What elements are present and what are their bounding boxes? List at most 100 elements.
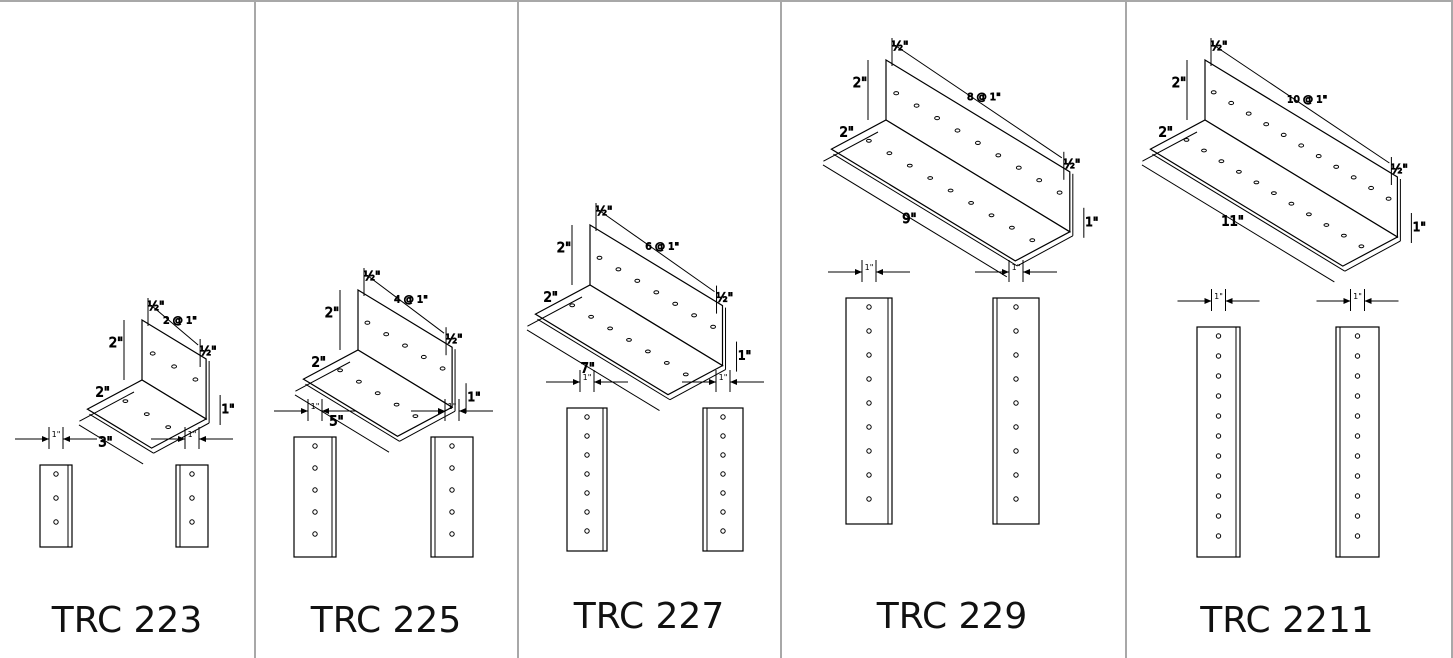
- half-inch-label: ½": [595, 204, 612, 218]
- spacing-dimension-line: [151, 305, 199, 346]
- angle-hole: [1385, 196, 1392, 201]
- strip-view-right: 1": [411, 399, 493, 558]
- angle-dimensions: 2"2"3"2 @ 1"½"½"1": [78, 298, 235, 465]
- strip-hole: [866, 496, 872, 502]
- model-label: TRC 227: [573, 596, 725, 637]
- strip-hole: [1215, 373, 1222, 379]
- angle-hole: [1245, 111, 1252, 116]
- angle-hole: [691, 313, 697, 318]
- angle-hole: [402, 343, 408, 348]
- leg-thickness-edge: [305, 383, 400, 442]
- angle-hole: [927, 176, 934, 180]
- end-dimension-label: 1": [1085, 215, 1098, 229]
- strip-outline: [702, 407, 744, 552]
- strip-outline: [1196, 326, 1241, 558]
- strip-hole: [866, 472, 872, 478]
- strip-hole: [866, 400, 872, 406]
- strip-dimension: 1": [52, 430, 61, 439]
- length-dimension-line: [1141, 164, 1335, 283]
- angle-drawing: [534, 223, 727, 401]
- strip-width-label: 1": [311, 402, 320, 411]
- angle-hole: [1183, 138, 1190, 142]
- half-inch-label: ½": [891, 39, 908, 53]
- strip-hole: [1354, 333, 1361, 339]
- strip-hole: [1013, 376, 1019, 382]
- strip-hole: [866, 424, 872, 430]
- angle-hole: [968, 201, 974, 205]
- leg-thickness-edge: [399, 410, 456, 442]
- spacing-dimension-label: 2 @ 1": [163, 316, 197, 327]
- strip-view-left: 1": [1177, 289, 1260, 558]
- strip-dimension: 1": [188, 430, 197, 439]
- angle-hole: [1368, 185, 1374, 191]
- angle-hole: [1015, 165, 1022, 170]
- width-dimension-label: 2": [544, 291, 558, 306]
- width-dimension-line: [527, 296, 583, 327]
- half-inch-label: ½": [200, 344, 217, 358]
- width-dimension-line: [79, 391, 135, 422]
- strip-hole: [720, 414, 726, 420]
- angle-hole: [1298, 143, 1305, 148]
- length-dimension-label: 5": [329, 415, 343, 430]
- strip-hole: [1354, 433, 1361, 439]
- strip-hole: [189, 471, 195, 477]
- length-dimension-line: [822, 164, 1008, 278]
- strip-hole: [189, 495, 195, 501]
- angle-hole: [1280, 132, 1287, 137]
- width-dimension-label: 2": [312, 356, 326, 371]
- strip-hole: [1354, 413, 1361, 419]
- angle-hole: [412, 414, 419, 419]
- strip-hole: [1215, 493, 1222, 499]
- height-dimension-label: 2": [1172, 76, 1186, 91]
- dimension-arrowhead: [63, 436, 70, 442]
- strip-width-label: 1": [865, 263, 874, 272]
- angle-hole: [1288, 201, 1295, 206]
- angle-hole: [1315, 154, 1322, 159]
- angle-hole: [420, 354, 427, 360]
- strip-hole: [312, 465, 318, 471]
- angle-hole: [634, 278, 641, 283]
- half-inch-label: ½": [363, 269, 380, 283]
- strip-hole: [53, 519, 59, 525]
- strip-outline: [175, 464, 209, 548]
- strip-width-label: 1": [1214, 292, 1223, 301]
- strip-outline: [430, 436, 474, 558]
- leg-thickness-edge: [537, 318, 671, 401]
- width-dimension-label: 2": [840, 126, 854, 141]
- angle-hole: [1323, 223, 1330, 227]
- strip-width-label: 1": [448, 402, 457, 411]
- strip-view-right: 1": [1316, 289, 1399, 558]
- dimension-arrowhead: [876, 269, 883, 275]
- strip-hole: [449, 465, 455, 471]
- angle-drawing: [1149, 58, 1401, 272]
- angle-hole: [1306, 212, 1312, 217]
- angle-hole: [947, 188, 954, 193]
- angle-hole: [165, 425, 172, 430]
- dimension-arrowhead: [855, 269, 862, 275]
- strip-dimension: 1": [1214, 292, 1223, 301]
- model-label: TRC 229: [876, 596, 1028, 637]
- length-dimension-line: [294, 394, 390, 453]
- angle-hole: [626, 338, 632, 342]
- leg-thickness-edge: [1017, 235, 1074, 267]
- dimension-arrowhead: [1002, 269, 1009, 275]
- width-dimension-line: [1142, 131, 1198, 162]
- angle-hole: [1056, 190, 1063, 195]
- strip-hole: [720, 452, 726, 458]
- angle-hole: [364, 320, 371, 325]
- dimension-arrowhead: [730, 379, 737, 385]
- strip-view-right: 1": [151, 427, 233, 548]
- strip-dimension: 1": [583, 373, 592, 382]
- angle-hole: [906, 163, 913, 168]
- strip-hole: [1215, 473, 1222, 479]
- width-dimension-line: [823, 131, 879, 162]
- strip-hole: [720, 471, 726, 477]
- angle-hole: [171, 364, 178, 369]
- angle-hole: [975, 140, 981, 145]
- strip-hole: [1354, 373, 1361, 379]
- strip-view-left: 1": [274, 399, 356, 558]
- strip-hole: [1013, 304, 1019, 310]
- strip-hole: [312, 487, 318, 493]
- strip-hole: [1013, 472, 1019, 478]
